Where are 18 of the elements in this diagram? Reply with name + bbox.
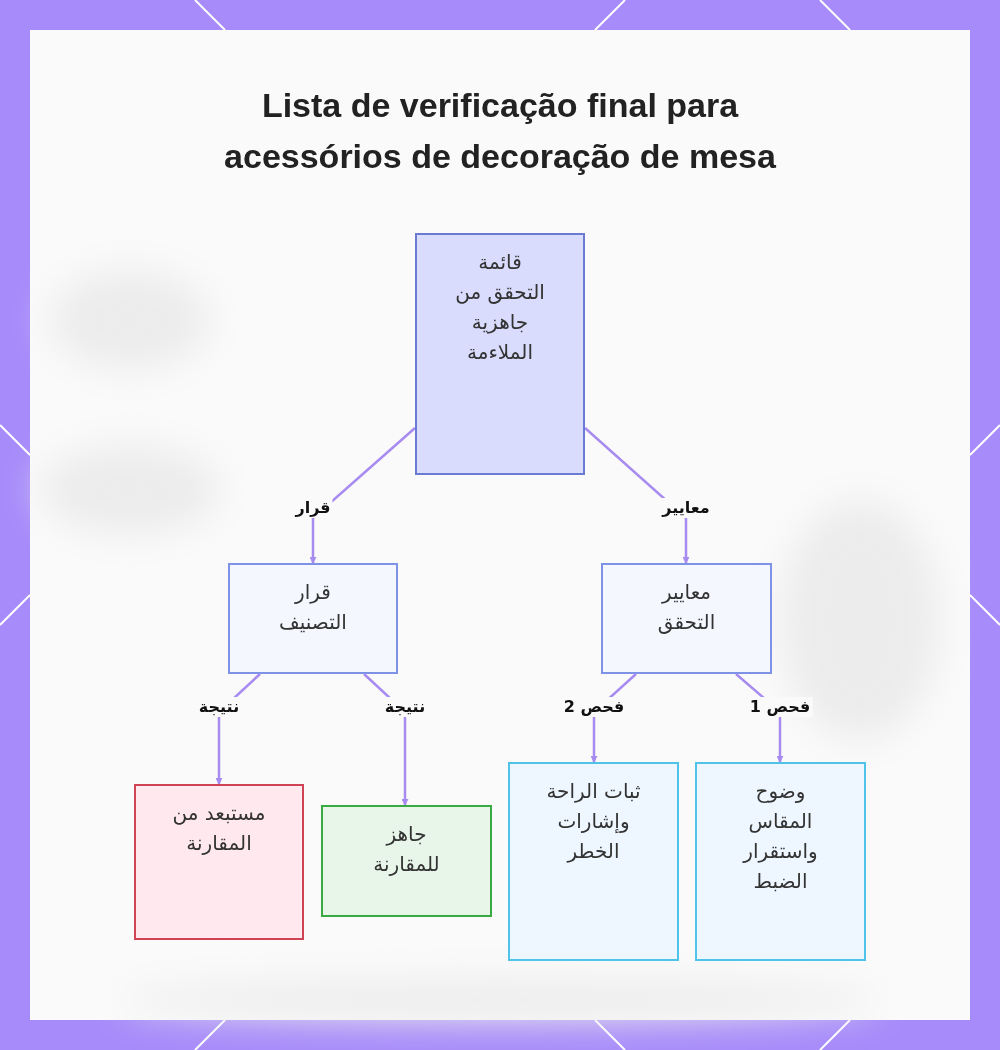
process-box — [601, 563, 772, 674]
node-label: ثبات الراحة وإشارات الخطر — [545, 778, 642, 865]
process-box — [508, 762, 679, 961]
connector-arrow — [309, 427, 416, 564]
diagram-title: Lista de verificação final para acessórios de decoração de mesa — [223, 85, 777, 177]
process-box — [321, 805, 492, 917]
node-label: قرار التصنيف — [278, 579, 348, 636]
edge-label: معايير — [660, 498, 712, 518]
process-box — [695, 762, 866, 961]
node-label: وضوح المقاس واستقرار الضبط — [741, 778, 819, 895]
process-box — [228, 563, 398, 674]
node-label: مستبعد من المقارنة — [171, 800, 267, 857]
node-label: جاهز للمقارنة — [372, 821, 441, 878]
edge-label: قرار — [293, 498, 333, 518]
process-box — [415, 233, 585, 475]
node-label: قائمة التحقق من جاهزية الملاءمة — [454, 249, 546, 366]
process-box — [134, 784, 304, 940]
node-label: معايير التحقق — [656, 579, 717, 636]
